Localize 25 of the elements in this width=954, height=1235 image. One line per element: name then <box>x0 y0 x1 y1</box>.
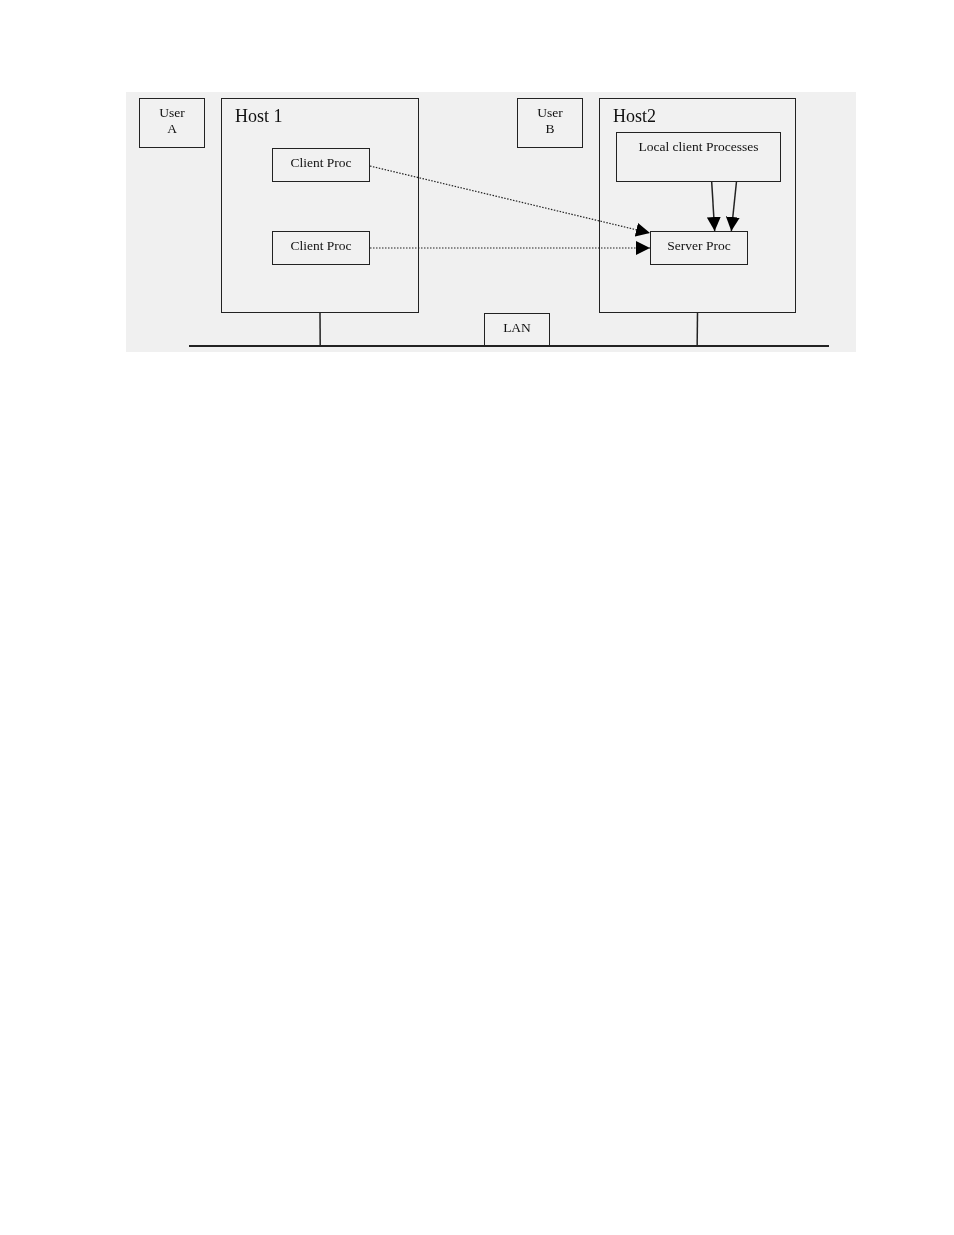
host-box <box>221 98 419 313</box>
box-label: LAN <box>502 320 532 336</box>
box-label: Client Proc <box>289 238 353 254</box>
process-box <box>139 98 205 148</box>
connector-line <box>696 312 699 346</box>
process-box <box>272 148 370 182</box>
process-box <box>616 132 781 182</box>
box-label: User A <box>158 105 186 137</box>
host-box <box>599 98 796 313</box>
arrow <box>725 181 740 232</box>
process-box <box>272 231 370 265</box>
arrow <box>369 165 651 237</box>
connector-line <box>319 312 321 346</box>
process-box <box>650 231 748 265</box>
box-label: Local client Processes <box>637 139 760 155</box>
process-box <box>484 313 550 347</box>
process-box <box>517 98 583 148</box>
box-label: Client Proc <box>289 155 353 171</box>
box-label: User B <box>536 105 564 137</box>
host-title: Host 1 <box>235 106 284 126</box>
arrow <box>706 181 721 232</box>
box-label: Server Proc <box>666 238 732 254</box>
network-bus-line <box>189 345 829 347</box>
host-title: Host2 <box>613 106 657 126</box>
arrow <box>369 241 651 255</box>
